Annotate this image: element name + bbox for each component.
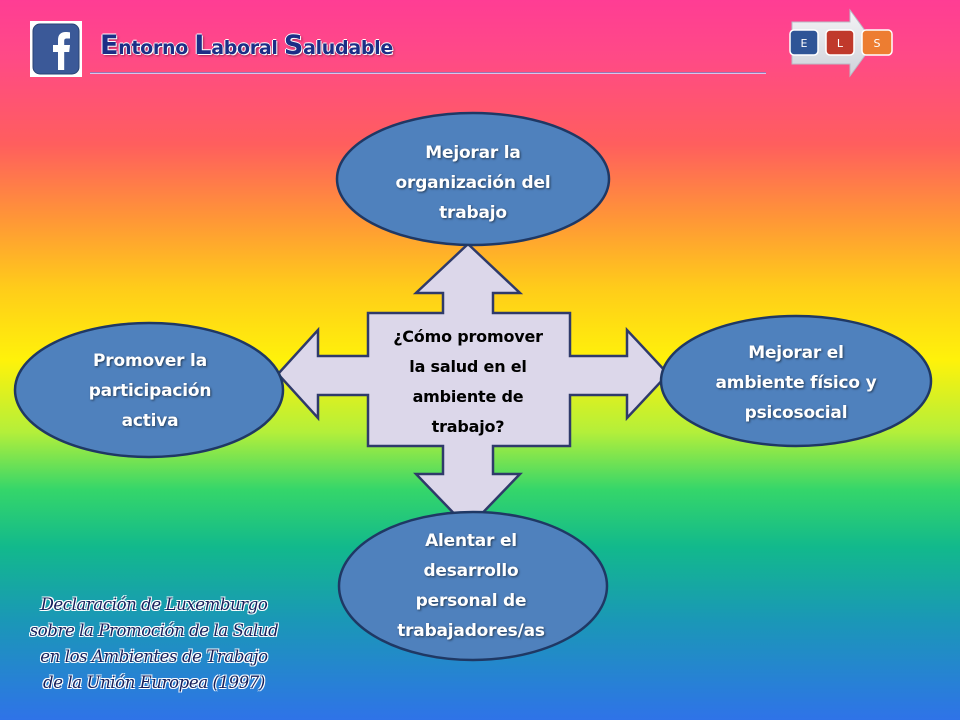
node-ellipse-top xyxy=(335,111,611,247)
citation-line: Declaración de Luxemburgo xyxy=(40,595,268,614)
els-logo: E L S xyxy=(789,8,893,78)
title-rest-entorno: ntorno xyxy=(118,37,195,59)
node-ellipse-bottom xyxy=(337,510,609,662)
source-citation: Declaración de Luxemburgo sobre la Promo… xyxy=(18,592,290,696)
title-rest-saludable: aludable xyxy=(303,37,393,59)
node-line: Promover la xyxy=(93,351,207,371)
node-participacion-activa: Promover la participación activa xyxy=(30,346,270,436)
title-initial-e: E xyxy=(100,30,119,61)
node-ambiente-fisico-psicosocial: Mejorar el ambiente físico y psicosocial xyxy=(676,338,916,428)
els-letter-s: S xyxy=(861,29,893,56)
node-line: trabajadores/as xyxy=(397,621,545,641)
title-divider xyxy=(90,72,766,74)
node-line: Mejorar la xyxy=(425,143,521,163)
svg-text:S: S xyxy=(874,37,881,50)
node-line: participación xyxy=(88,381,212,401)
central-question-line: trabajo? xyxy=(431,417,505,436)
central-question-line: ambiente de xyxy=(412,387,524,406)
node-line: ambiente físico y xyxy=(715,373,877,393)
els-letter-l: L xyxy=(825,29,855,56)
facebook-icon[interactable] xyxy=(30,21,82,77)
node-line: trabajo xyxy=(439,203,507,223)
node-line: activa xyxy=(121,411,179,431)
svg-text:E: E xyxy=(801,37,808,50)
node-ellipse-right xyxy=(659,314,933,448)
node-line: psicosocial xyxy=(744,403,848,423)
central-question-line: ¿Cómo promover xyxy=(393,327,543,346)
facebook-f-glyph xyxy=(53,32,70,70)
node-ellipse-left xyxy=(13,321,285,459)
node-line: Alentar el xyxy=(425,531,517,551)
title-initial-s: S xyxy=(283,30,304,61)
node-line: Mejorar el xyxy=(748,343,844,363)
node-line: personal de xyxy=(415,591,527,611)
node-line: organización del xyxy=(395,173,551,193)
els-letter-e: E xyxy=(789,29,819,56)
node-organizacion-trabajo: Mejorar la organización del trabajo xyxy=(358,138,588,228)
citation-line: de la Unión Europea (1997) xyxy=(43,673,265,692)
citation-line: sobre la Promoción de la Salud xyxy=(29,621,279,640)
title-initial-l: L xyxy=(194,30,212,61)
node-line: desarrollo xyxy=(423,561,519,581)
page-title: Entorno Laboral Saludable xyxy=(100,30,393,61)
citation-line: en los Ambientes de Trabajo xyxy=(40,647,268,666)
node-desarrollo-personal: Alentar el desarrollo personal de trabaj… xyxy=(346,526,596,646)
title-rest-laboral: aboral xyxy=(211,37,284,59)
central-question-line: la salud en el xyxy=(409,357,527,376)
svg-text:L: L xyxy=(837,37,844,50)
central-question: ¿Cómo promover la salud en el ambiente d… xyxy=(366,322,570,442)
